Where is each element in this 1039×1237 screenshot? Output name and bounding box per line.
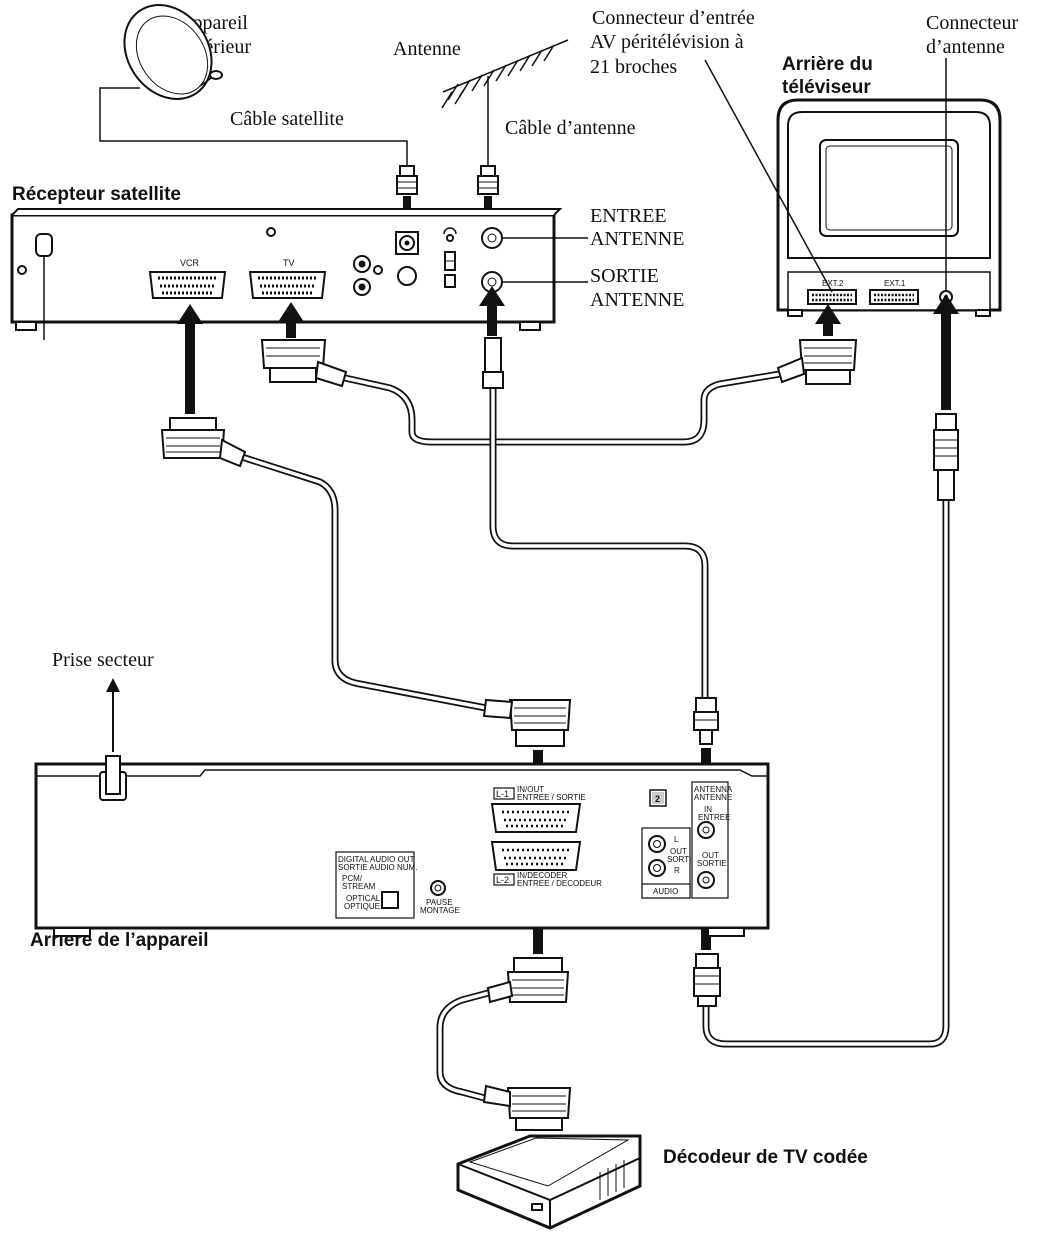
svg-text:ENTREE: ENTREE: [698, 813, 730, 822]
svg-text:d’antenne: d’antenne: [926, 36, 1005, 58]
svg-text:Connecteur: Connecteur: [926, 12, 1019, 34]
scart-plug-receiver-tv: [260, 339, 348, 388]
svg-text:ANTENNE: ANTENNE: [590, 228, 684, 250]
receiver-tv-label: TV: [283, 258, 295, 268]
audio-label: AUDIO: [653, 887, 678, 896]
unit-l2-label: L-2: [496, 875, 509, 885]
svg-text:R: R: [674, 866, 680, 875]
unit-l1-label: L-1: [496, 789, 509, 799]
label-antenna-connector: Connecteur d’antenne: [926, 12, 1019, 58]
scart-plug-receiver-vcr: [160, 417, 247, 468]
antenna-plug-tv: [933, 413, 959, 501]
antenna-cable-plug: [477, 165, 499, 195]
television: EXT.2 EXT.1: [776, 98, 1002, 317]
svg-text:21 broches: 21 broches: [590, 56, 677, 78]
svg-text:SORTIE: SORTIE: [590, 265, 659, 287]
tv-ext2-label: EXT.2: [822, 279, 844, 288]
scart-plug-unit-l1: [482, 698, 572, 747]
svg-text:L: L: [674, 835, 679, 844]
label-satellite-cable: Câble satellite: [230, 108, 344, 130]
scart-plug-decoder: [482, 1084, 572, 1131]
label-tv-rear: Arrière du téléviseur: [782, 54, 873, 98]
svg-text:OUT: OUT: [670, 847, 687, 856]
svg-text:PCM/: PCM/: [342, 874, 363, 883]
satellite-dish-icon: [99, 4, 408, 168]
unit-antenna-out: [697, 871, 715, 889]
scart-cable-unit-to-decoder: [436, 988, 496, 1104]
digital-audio-label: DIGITAL AUDIO OUT: [338, 855, 415, 864]
unit-antenna-label: ANTENNA: [694, 785, 733, 794]
svg-text:MONTAGE: MONTAGE: [420, 906, 460, 915]
unit-rear-panel: L-1 IN/OUT ENTREE / SORTIE L-2 IN/DECODE…: [34, 755, 770, 937]
label-mains-outlet: Prise secteur: [52, 649, 154, 671]
label-scart-connector: Connecteur d’entrée AV péritélévision à …: [590, 7, 755, 78]
svg-text:AV péritélévision à: AV péritélévision à: [590, 31, 744, 53]
unit-l1-scart: [490, 803, 582, 833]
scart-cable-receiver-to-tv: [341, 370, 784, 446]
scart-plug-tv-ext2: [776, 339, 858, 385]
unit-l2-scart: [490, 841, 582, 871]
svg-text:ENTREE / SORTIE: ENTREE / SORTIE: [517, 793, 586, 802]
svg-text:Connecteur d’entrée: Connecteur d’entrée: [592, 7, 755, 29]
scart-plug-unit-l2: [486, 957, 570, 1004]
decoder-device: [456, 1134, 642, 1230]
svg-text:OUT: OUT: [702, 851, 719, 860]
label-decoder: Décodeur de TV codée: [663, 1147, 868, 1168]
pause-jack: [430, 880, 446, 896]
label-antenna-cable: Câble d’antenne: [505, 117, 636, 139]
svg-text:SORTIE: SORTIE: [667, 855, 697, 864]
antenna-cable-unit-to-tv: [702, 496, 950, 1048]
badge-label: 2: [655, 794, 660, 804]
svg-text:ENTREE / DECODEUR: ENTREE / DECODEUR: [517, 879, 602, 888]
svg-text:STREAM: STREAM: [342, 882, 376, 891]
svg-text:OPTIQUE: OPTIQUE: [344, 902, 380, 911]
svg-text:Arrière du: Arrière du: [782, 54, 873, 75]
svg-text:SORTIE: SORTIE: [697, 859, 727, 868]
label-antenna-out: SORTIE ANTENNE: [590, 265, 684, 311]
satellite-cable-plug: [396, 165, 418, 195]
label-antenna-in: ENTREE ANTENNE: [590, 205, 684, 250]
receiver-vcr-label: VCR: [180, 258, 200, 268]
tv-ext1-scart: [869, 289, 919, 305]
svg-text:ENTREE: ENTREE: [590, 205, 667, 227]
scart-cable-receiver-to-unit: [241, 454, 490, 712]
optical-jack: [381, 891, 399, 909]
pause-label: PAUSE: [426, 898, 453, 907]
label-satellite-receiver: Récepteur satellite: [12, 184, 181, 205]
svg-text:IN: IN: [704, 805, 712, 814]
tv-ext2-scart: [807, 289, 857, 305]
svg-text:SORTIE AUDIO NUM.: SORTIE AUDIO NUM.: [338, 863, 417, 872]
svg-text:téléviseur: téléviseur: [782, 77, 871, 98]
svg-text:IN/DECODER: IN/DECODER: [517, 871, 567, 880]
antenna-plug-unit-out: [693, 953, 721, 1007]
svg-text:OPTICAL: OPTICAL: [346, 894, 381, 903]
receiver-antenna-in: [481, 227, 503, 249]
antenna-icon: [441, 39, 569, 168]
satellite-receiver: VCR TV: [10, 208, 588, 340]
antenna-plug-unit-in: [693, 697, 719, 745]
tv-ext1-label: EXT.1: [884, 279, 906, 288]
svg-text:ANTENNE: ANTENNE: [590, 289, 684, 311]
label-antenna: Antenne: [393, 38, 461, 60]
antenna-plug-receiver-out: [482, 337, 504, 389]
antenna-cable-receiver-to-unit: [489, 382, 709, 704]
svg-text:IN/OUT: IN/OUT: [517, 785, 544, 794]
svg-text:ANTENNE: ANTENNE: [694, 793, 732, 802]
unit-antenna-in: [697, 821, 715, 839]
